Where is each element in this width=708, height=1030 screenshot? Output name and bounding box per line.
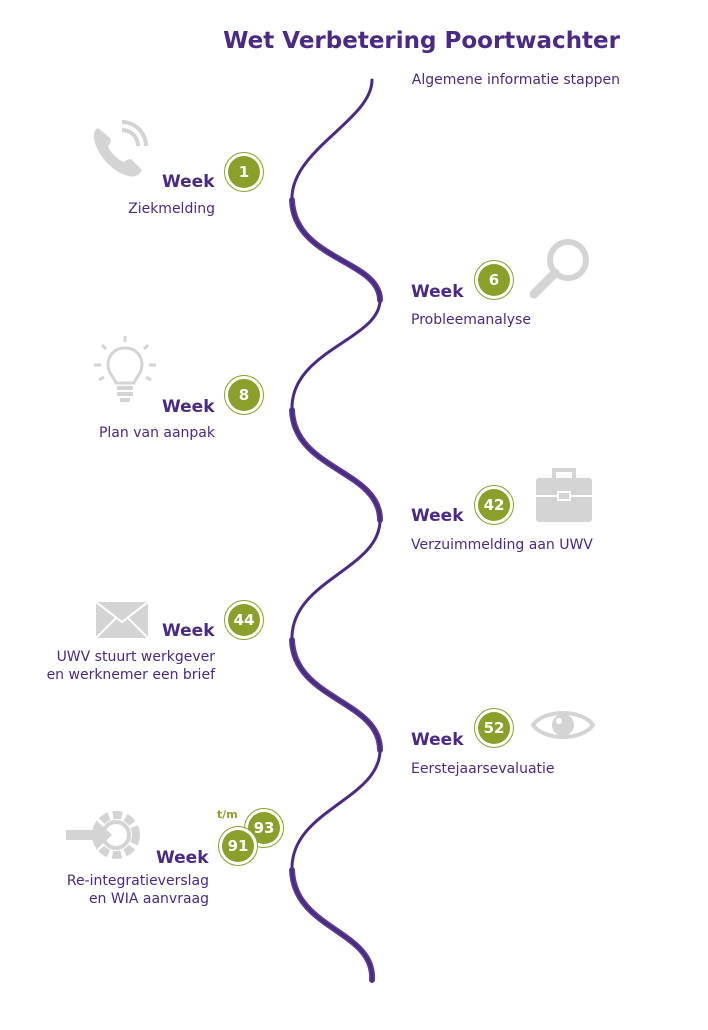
week-number: 52 xyxy=(478,712,510,744)
step-description: UWV stuurt werkgever en werknemer een br… xyxy=(46,649,215,683)
week-badge-8: 8 xyxy=(224,375,264,415)
step-description: Ziekmelding xyxy=(128,201,215,217)
week-number: 6 xyxy=(478,264,510,296)
week-label: Week xyxy=(162,172,215,192)
range-label: t/m xyxy=(217,808,238,821)
gear-arrow-icon xyxy=(66,806,144,864)
step-description: Verzuimmelding aan UWV xyxy=(411,537,593,553)
week-label: Week xyxy=(162,397,215,417)
week-label: Week xyxy=(411,506,464,526)
week-label: Week xyxy=(411,730,464,750)
step-description: Re-integratieverslag en WIA aanvraag xyxy=(66,873,209,907)
week-badge-1: 1 xyxy=(224,152,264,192)
week-badge-52: 52 xyxy=(474,708,514,748)
step-description: Probleemanalyse xyxy=(411,312,531,328)
week-number: 44 xyxy=(228,604,260,636)
week-badge-6: 6 xyxy=(474,260,514,300)
magnifier-icon xyxy=(526,238,592,300)
week-number: 1 xyxy=(228,156,260,188)
page-subtitle: Algemene informatie stappen xyxy=(411,72,620,88)
step-description: Plan van aanpak xyxy=(98,425,215,441)
step-description: Eerstejaarsevaluatie xyxy=(411,761,555,777)
week-label: Week xyxy=(411,282,464,302)
week-label: Week xyxy=(156,848,209,868)
briefcase-icon xyxy=(534,466,594,524)
week-badge-91: 91 xyxy=(218,826,258,866)
eye-icon xyxy=(530,704,596,746)
week-number: 91 xyxy=(222,830,254,862)
week-badge-42: 42 xyxy=(474,485,514,525)
week-number: 42 xyxy=(478,489,510,521)
week-badge-44: 44 xyxy=(224,600,264,640)
week-number: 8 xyxy=(228,379,260,411)
page-title: Wet Verbetering Poortwachter xyxy=(223,28,620,54)
phone-icon xyxy=(88,120,148,180)
envelope-icon xyxy=(95,601,149,639)
lightbulb-icon xyxy=(94,336,156,408)
week-label: Week xyxy=(162,621,215,641)
